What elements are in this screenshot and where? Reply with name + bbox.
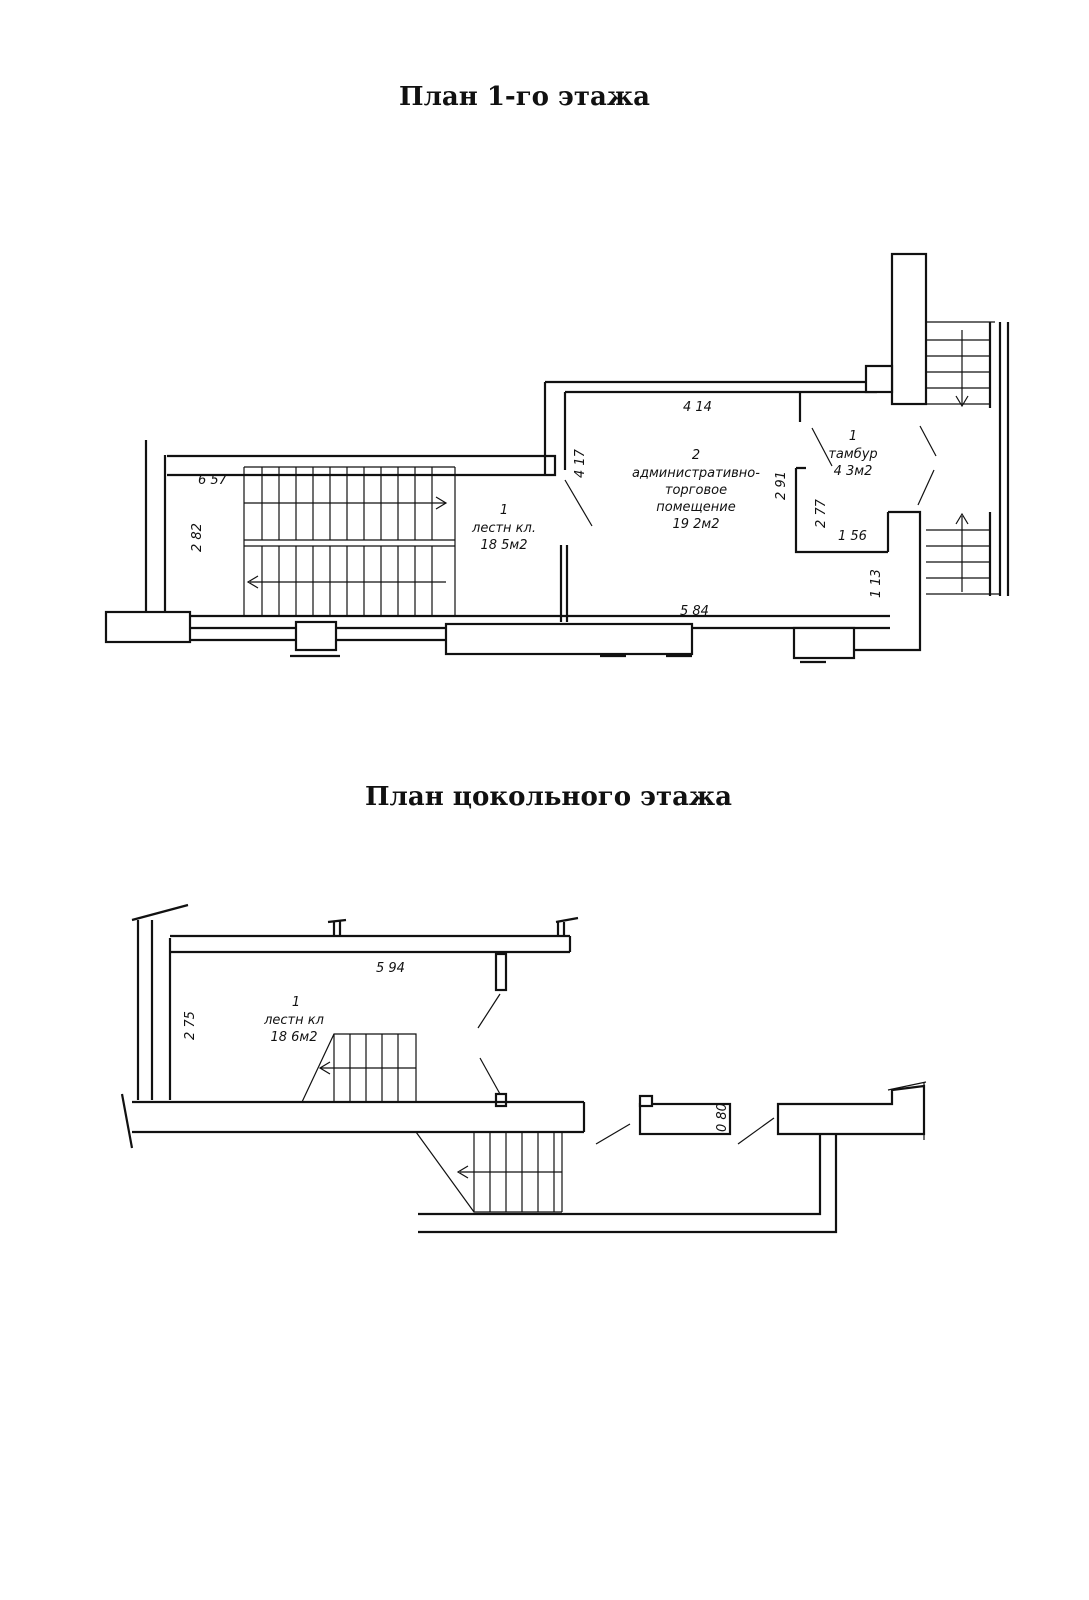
basement-right-break [887,1081,927,1140]
floor1-bottom-pier-right [792,626,856,660]
floor1-window-sills [290,654,826,664]
room2-number: 2 [692,448,700,463]
basement-room-number: 1 [292,995,300,1010]
basement-pier-notch [638,1094,654,1108]
floor1-main-room-walls [543,380,877,475]
floor1-door-swing [564,479,593,527]
room2-name-line3: помещение [656,500,735,515]
floor1-tambour-walls [794,390,890,554]
floor1-stair-treads-lower [261,546,433,616]
basement-right-block [776,1084,926,1136]
floor1-stair-arrowhead-1 [955,395,969,408]
room1-number: 1 [500,503,508,518]
dim-277: 2 77 [814,498,829,528]
basement-break-line-1 [595,1123,631,1145]
floor1-stair-arrowhead-lower [246,575,259,589]
basement-lower-stair-arrowhead [456,1165,469,1179]
basement-stair-arrowhead [318,1061,331,1075]
floor1-entry-stair-rail [988,322,1010,596]
dim-594: 5 94 [376,961,405,976]
floor1-entry-door-1 [919,425,937,457]
dim-414: 4 14 [683,400,712,415]
basement-pier-block [638,1102,732,1136]
dim-657: 6 57 [198,473,228,488]
dim-282: 2 82 [190,523,205,552]
basement-left-wall [131,903,189,1100]
floor1-entry-door-2 [917,469,935,506]
room3-name: тамбур [828,447,877,462]
basement-top-wall [170,934,572,954]
floor1-left-wall [144,440,167,612]
plan-title-floor1: План 1-го этажа [399,82,650,112]
dim-291: 2 91 [774,471,789,500]
basement-room-area: 18 6м2 [270,1030,317,1045]
floor1-entry-stair-lower [926,529,1000,595]
basement-labels: 5 94 2 75 1 лестн кл 18 6м2 [183,961,405,1045]
floor1-labels: 6 57 2 82 1 лестн кл. 18 5м2 4 14 4 17 2… [190,400,884,619]
room2-name-line2: торговое [665,483,727,498]
dim-275: 2 75 [183,1011,198,1040]
basement-room-name: лестн кл [263,1013,324,1028]
basement-top-piers [327,916,579,936]
room3-area: 4 3м2 [834,464,873,479]
dim-080: 0 80 [715,1103,730,1132]
floor1-plan [104,252,1010,664]
basement-pit-wall [418,1132,838,1234]
floor1-stair-arrowhead-2 [955,512,969,525]
room1-name: лестн кл. [471,521,536,536]
room3-number: 1 [849,429,857,444]
floor1-right-column [890,252,928,406]
floor1-right-pier [864,364,894,394]
basement-plan: 0 80 [120,903,927,1234]
floor1-stair-arrowhead-upper [435,496,448,510]
room2-area: 19 2м2 [672,517,719,532]
room2-name-line1: административно- [632,466,760,481]
floor1-tambour-door [811,427,833,467]
plan-title-basement: План цокольного этажа [364,782,733,812]
dim-156: 1 56 [838,529,867,544]
basement-door-jamb-top [494,952,508,992]
basement-door-jamb-bottom [494,1092,508,1108]
floor1-stair-top-wall [167,454,557,477]
dim-417: 4 17 [573,448,588,478]
basement-door-swing-2 [479,1057,501,1095]
floor1-stair-flights-frame [243,466,456,617]
floor1-bottom-pier-mid [294,620,338,652]
basement-door-swing-1 [477,993,501,1029]
dim-584: 5 84 [680,604,709,619]
basement-break-line-2 [737,1117,775,1145]
floor1-bottom-pier-left [104,610,192,644]
basement-bottom-wall [120,1093,586,1149]
dim-113: 1 13 [869,569,884,598]
room1-area: 18 5м2 [480,538,527,553]
floor1-partition [559,545,569,622]
floor1-entry-stair-upper [926,321,995,405]
floor1-window-pier [444,622,694,656]
